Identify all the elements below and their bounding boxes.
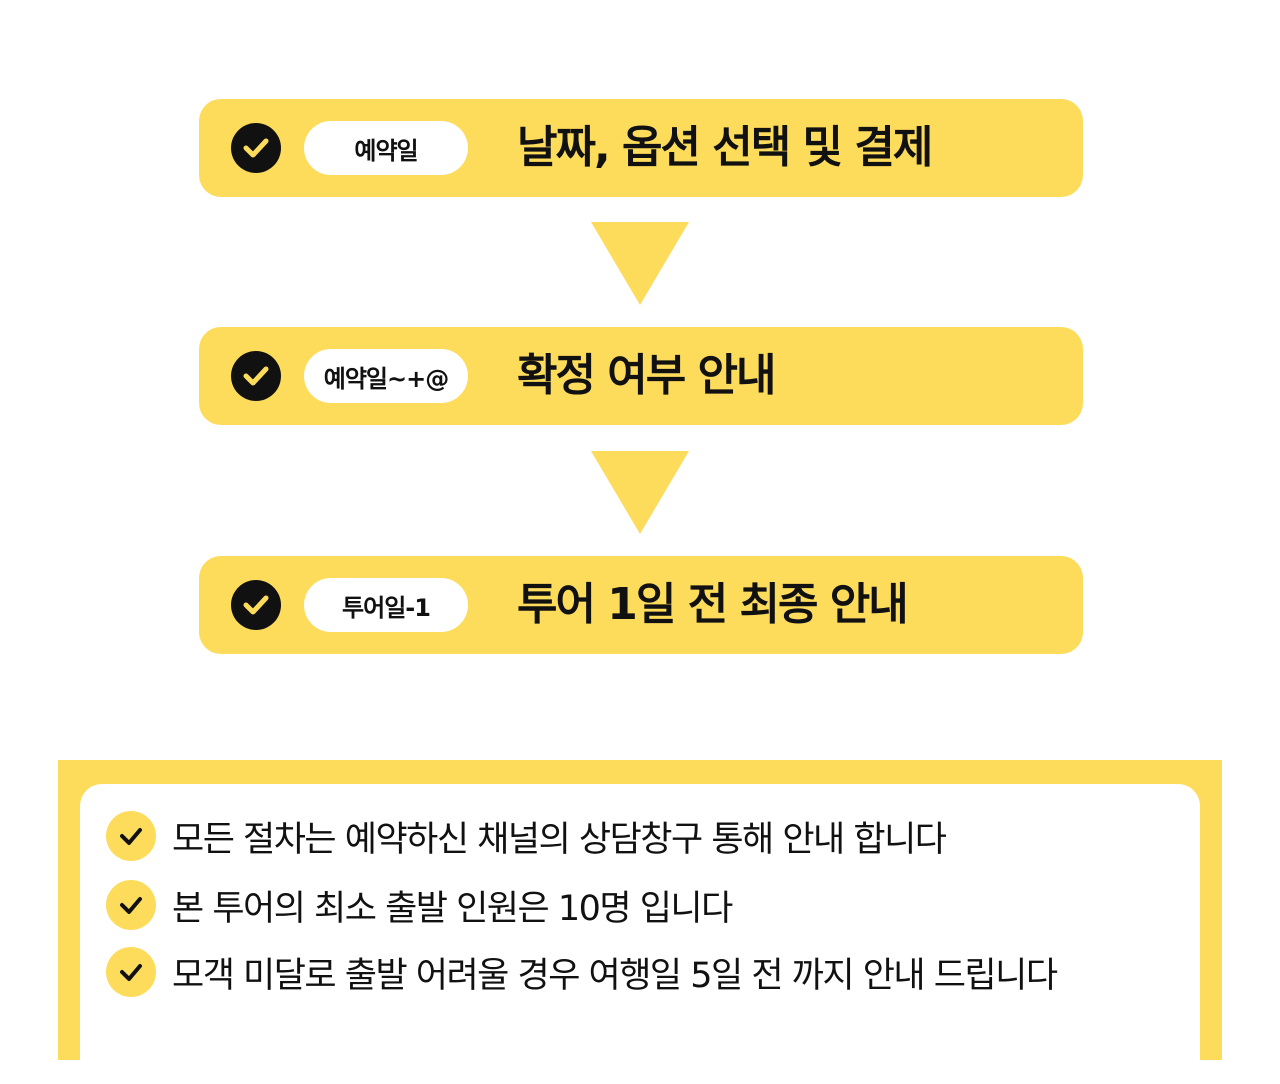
step-title: 확정 여부 안내 <box>517 350 777 401</box>
check-circle-icon <box>231 123 281 173</box>
step-title: 날짜, 옵션 선택 및 결제 <box>517 122 933 173</box>
check-icon <box>106 880 156 930</box>
notice-inner: 모든 절차는 예약하신 채널의 상담창구 통해 안내 합니다 본 투어의 최소 … <box>80 784 1200 1084</box>
notice-text: 모든 절차는 예약하신 채널의 상담창구 통해 안내 합니다 <box>172 819 947 860</box>
step-1-card: 예약일 날짜, 옵션 선택 및 결제 <box>199 99 1083 197</box>
notice-text: 본 투어의 최소 출발 인원은 10명 입니다 <box>172 888 733 929</box>
down-arrow-icon <box>591 222 689 305</box>
notice-box: 모든 절차는 예약하신 채널의 상담창구 통해 안내 합니다 본 투어의 최소 … <box>58 760 1222 1084</box>
down-arrow-icon <box>591 451 689 534</box>
check-circle-icon <box>231 351 281 401</box>
notice-item: 모객 미달로 출발 어려울 경우 여행일 5일 전 까지 안내 드립니다 <box>106 946 1058 998</box>
notice-item: 모든 절차는 예약하신 채널의 상담창구 통해 안내 합니다 <box>106 810 947 862</box>
check-icon <box>106 811 156 861</box>
check-icon <box>106 947 156 997</box>
step-3-card: 투어일-1 투어 1일 전 최종 안내 <box>199 556 1083 654</box>
step-2-card: 예약일~+@ 확정 여부 안내 <box>199 327 1083 425</box>
step-badge: 예약일 <box>304 121 468 175</box>
step-title: 투어 1일 전 최종 안내 <box>517 579 909 630</box>
step-badge: 예약일~+@ <box>304 349 468 403</box>
notice-text: 모객 미달로 출발 어려울 경우 여행일 5일 전 까지 안내 드립니다 <box>172 955 1058 996</box>
check-circle-icon <box>231 580 281 630</box>
notice-item: 본 투어의 최소 출발 인원은 10명 입니다 <box>106 879 733 931</box>
step-badge: 투어일-1 <box>304 578 468 632</box>
